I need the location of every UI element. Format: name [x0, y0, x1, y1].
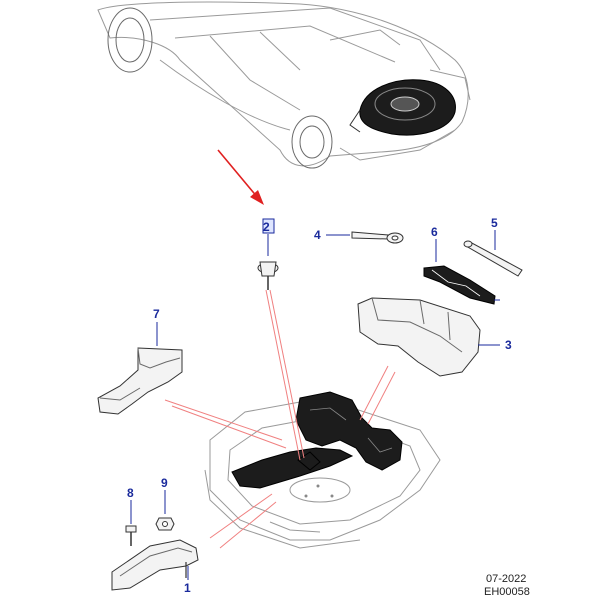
callout-1: 1 [184, 581, 191, 595]
part-9-nut [155, 490, 175, 531]
callout-6: 6 [431, 225, 438, 239]
part-1-bracket [111, 539, 199, 591]
part-2-retainer [257, 218, 279, 290]
part-8-screw [125, 500, 137, 546]
callout-8: 8 [127, 486, 134, 500]
part-5-wheel-brace [463, 230, 523, 277]
part-3-foam-tray [357, 297, 500, 377]
part-7-cover [97, 322, 183, 415]
footer-code: EH00058 [484, 586, 530, 598]
footer-date: 07-2022 [486, 573, 526, 585]
callout-4: 4 [314, 228, 321, 242]
pointer-arrow [217, 149, 264, 205]
boot-floor-well [204, 401, 441, 549]
part-4-tow-eye [326, 231, 404, 244]
vehicle-outline [97, 1, 471, 169]
callout-5: 5 [491, 216, 498, 230]
trunk-spare-wheel [349, 79, 456, 136]
red-leader-lines [164, 289, 396, 549]
callout-9: 9 [161, 476, 168, 490]
part-6-jack [423, 239, 500, 305]
callout-7: 7 [153, 307, 160, 321]
callout-3: 3 [505, 338, 512, 352]
callout-2: 2 [263, 220, 270, 234]
installed-foam-inserts [231, 391, 403, 489]
